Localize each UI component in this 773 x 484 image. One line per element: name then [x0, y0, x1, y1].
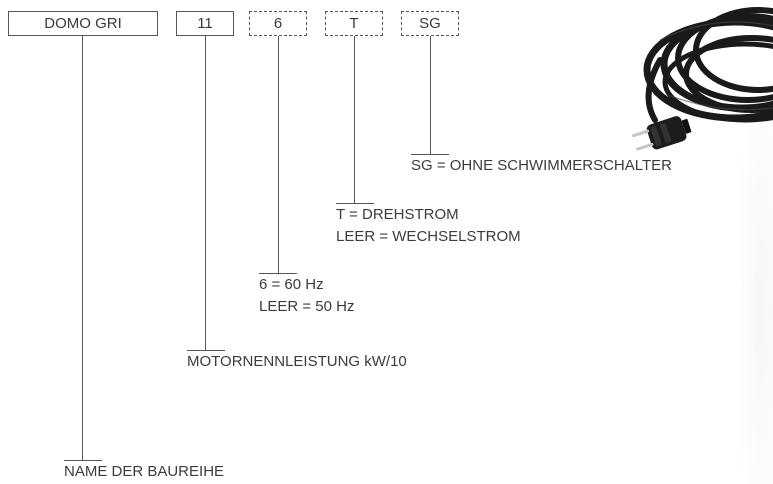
connector-float-vertical: [430, 36, 431, 154]
code-box-frequency: 6: [249, 11, 307, 36]
label-float-switch: SG = OHNE SCHWIMMERSCHALTER: [411, 157, 672, 174]
label-frequency-6: 6 = 60 Hz: [259, 276, 324, 293]
code-box-series-name: DOMO GRI: [8, 11, 158, 36]
cable-plug-image: [631, 7, 773, 484]
label-current-t: T = DREHSTROM: [336, 206, 459, 223]
connector-frequency-underline: [259, 273, 297, 274]
label-series-name: NAME DER BAUREIHE: [64, 463, 225, 480]
connector-name-underline: [64, 460, 102, 461]
connector-power-vertical: [205, 36, 206, 350]
connector-name-vertical: [82, 36, 83, 460]
connector-power-underline: [187, 350, 225, 351]
code-box-current: T: [325, 11, 383, 36]
label-power: MOTORNENNLEISTUNG kW/10: [187, 353, 407, 370]
connector-current-underline: [336, 203, 374, 204]
connector-float-underline: [411, 154, 449, 155]
code-box-power: 11: [176, 11, 234, 36]
label-frequency-empty: LEER = 50 Hz: [259, 298, 355, 315]
connector-current-vertical: [354, 36, 355, 203]
connector-frequency-vertical: [278, 36, 279, 273]
code-box-float-switch: SG: [401, 11, 459, 36]
label-current-empty: LEER = WECHSELSTROM: [336, 228, 521, 245]
